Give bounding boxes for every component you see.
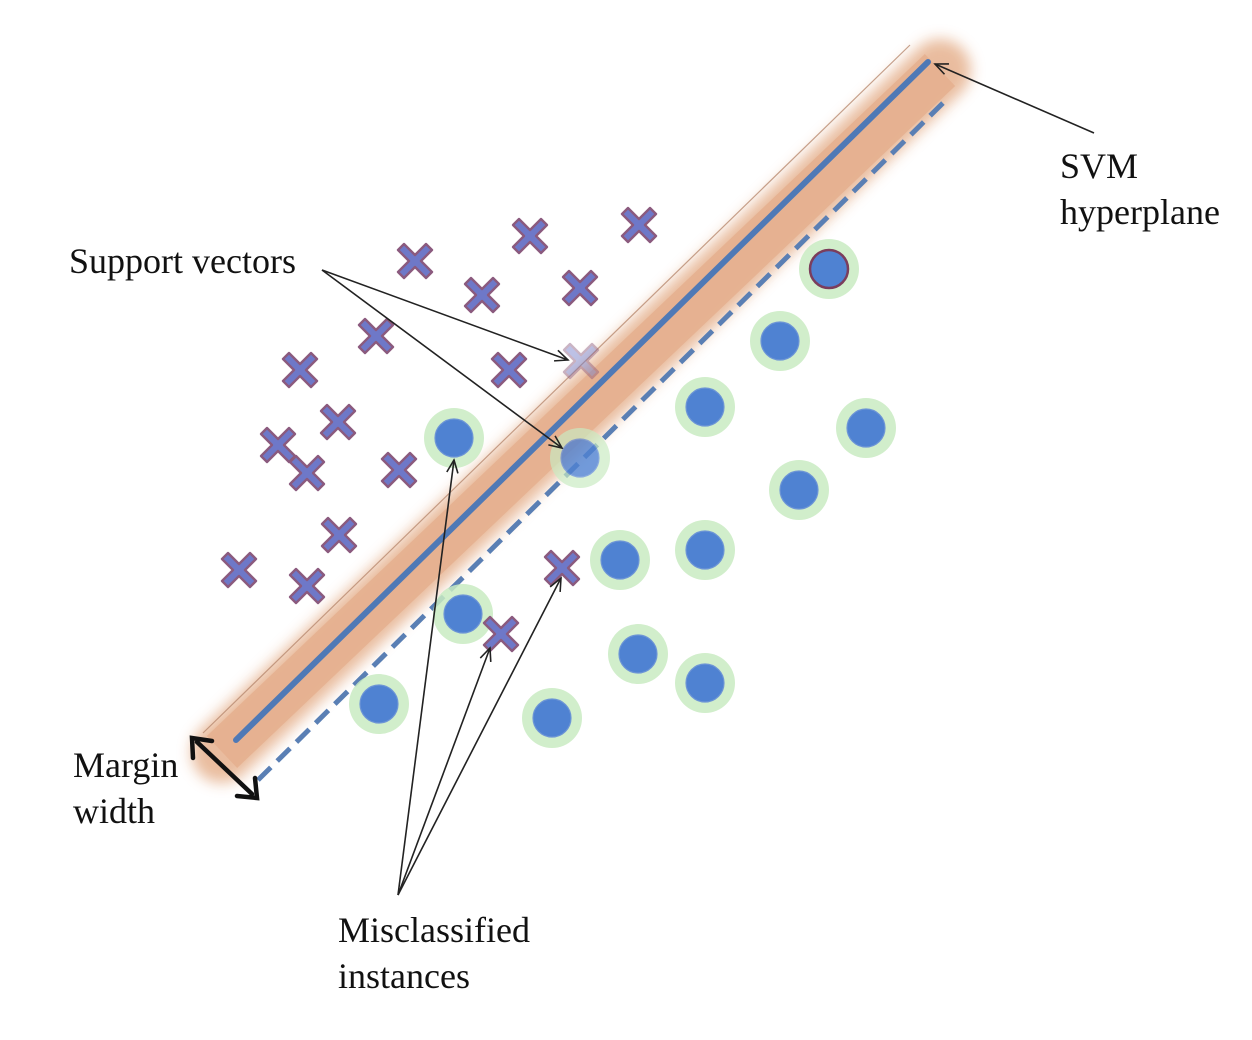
cross-marker <box>288 567 326 605</box>
margin-label-line-1: Margin <box>73 745 179 785</box>
cross-marker <box>561 269 599 307</box>
cross-marker <box>511 217 549 255</box>
misclassified-arrow-3 <box>397 578 561 896</box>
cross-marker <box>482 615 520 653</box>
cross-marker <box>259 426 297 464</box>
misclassified-label-line-1: Misclassified <box>338 910 530 950</box>
circle-marker <box>608 624 668 684</box>
circle-marker <box>675 377 735 437</box>
circle-marker <box>522 688 582 748</box>
svm-label-line-2: hyperplane <box>1060 192 1220 232</box>
svm-label-line-1: SVM <box>1060 146 1139 186</box>
cross-marker <box>620 206 658 244</box>
cross-marker <box>543 549 581 587</box>
misclassified-arrow-1 <box>397 460 454 896</box>
circle-marker <box>424 408 484 468</box>
circle-marker <box>836 398 896 458</box>
cross-marker <box>490 351 528 389</box>
cross-marker <box>281 351 319 389</box>
margin-band <box>191 39 971 783</box>
margin-width-arrow <box>189 735 260 801</box>
circle-marker <box>590 530 650 590</box>
support-vectors-label: Support vectors <box>69 238 296 284</box>
svm-hyperplane-arrow <box>935 64 1095 134</box>
circle-marker <box>349 674 409 734</box>
circle-marker <box>433 584 493 644</box>
support-vector-arrow-2 <box>321 269 562 448</box>
circle-marker <box>675 520 735 580</box>
cross-marker <box>463 276 501 314</box>
misclassified-label-line-2: instances <box>338 956 470 996</box>
misclassified-instances-label: Misclassified instances <box>338 907 530 999</box>
cross-marker <box>396 242 434 280</box>
circle-marker <box>769 460 829 520</box>
margin-width-label: Margin width <box>73 742 178 834</box>
cross-marker <box>320 516 358 554</box>
data-points <box>220 206 896 748</box>
svm-hyperplane-label: SVM hyperplane <box>1060 143 1220 235</box>
circle-marker <box>750 311 810 371</box>
svm-hyperplane <box>233 59 931 743</box>
cross-marker <box>357 317 395 355</box>
circle-marker <box>799 239 859 299</box>
circle-marker-support-vector <box>550 428 610 488</box>
support-vector-arrow-1 <box>321 269 568 360</box>
support-vectors-text: Support vectors <box>69 241 296 281</box>
circle-marker <box>675 653 735 713</box>
cross-marker <box>380 451 418 489</box>
cross-marker <box>220 551 258 589</box>
cross-marker <box>319 403 357 441</box>
misclassified-arrow-2 <box>397 648 490 896</box>
annotation-arrows <box>321 64 1095 896</box>
margin-label-line-2: width <box>73 791 156 831</box>
cross-marker <box>288 454 326 492</box>
